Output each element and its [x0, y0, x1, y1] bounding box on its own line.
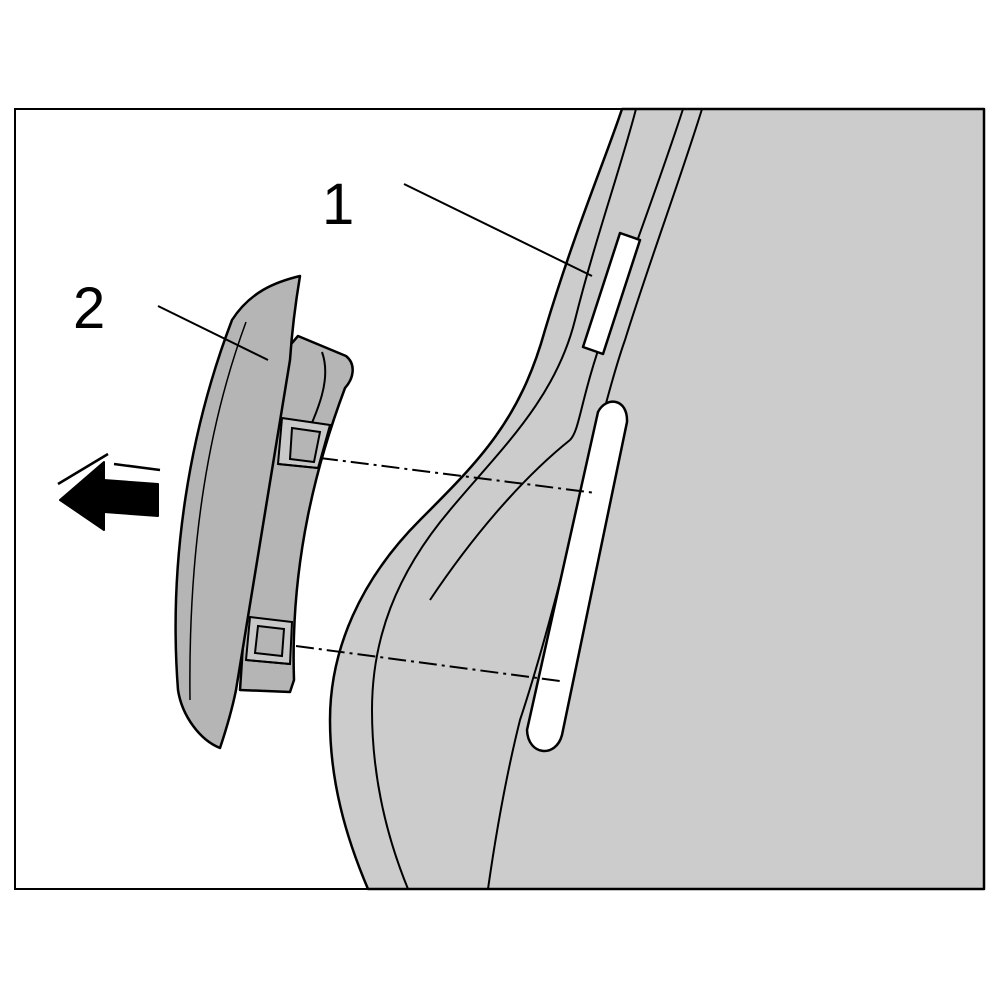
seat-panel-bevel-edge [429, 439, 571, 601]
seat-panel [328, 107, 986, 891]
cover-part [174, 274, 354, 750]
cover-part-front-face [174, 274, 302, 750]
lower-clip [244, 615, 294, 666]
alignment-line-upper [319, 457, 597, 494]
mounting-slot [525, 400, 629, 753]
seat-panel-body [328, 107, 986, 891]
seat-panel-trim-line [370, 108, 637, 890]
cover-part-front-highlight [189, 321, 247, 701]
leader-line-2 [157, 305, 269, 361]
label-slot [581, 231, 642, 356]
leader-line-1 [403, 183, 593, 277]
removal-direction-arrow-icon [57, 452, 161, 531]
upper-clip [276, 416, 332, 470]
alignment-line-lower [295, 645, 561, 682]
callout-1: 1 [322, 172, 354, 237]
callout-2: 2 [73, 276, 105, 341]
